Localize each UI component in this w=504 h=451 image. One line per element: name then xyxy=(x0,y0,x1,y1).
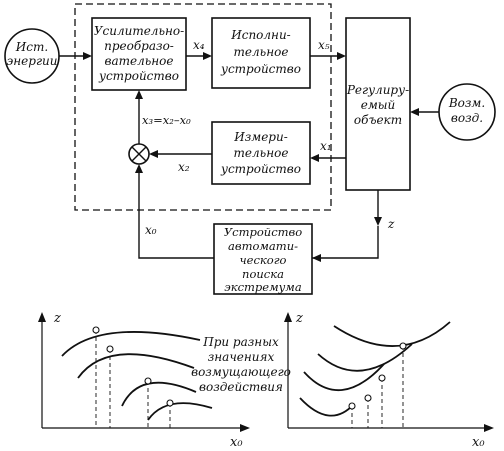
actuator-box xyxy=(211,17,311,89)
left-curve-1 xyxy=(61,331,201,357)
summing-junction xyxy=(128,143,150,165)
search-label-5: экстремума xyxy=(224,280,302,294)
actuator-block: Исполни- тельное устройство xyxy=(211,17,311,89)
search-label-2: автомати- xyxy=(228,239,298,253)
search-label-3: ческого xyxy=(240,253,287,267)
left-curve-2 xyxy=(77,353,195,379)
graph-note-1: При разных xyxy=(202,335,279,349)
amplifier-box xyxy=(91,17,187,91)
amplifier-block: Усилительно- преобразо- вательное устрой… xyxy=(91,17,187,91)
disturbance-label-1: Возм. xyxy=(448,96,485,110)
signal-x2: x₂ xyxy=(178,160,190,174)
signal-x5: x₅ xyxy=(318,38,330,52)
search-block: Устройство автомати- ческого поиска экст… xyxy=(213,223,313,295)
right-curve-3 xyxy=(303,363,385,392)
search-label-1: Устройство xyxy=(224,225,302,239)
signal-x1: x₁ xyxy=(320,139,332,153)
plant-label-2: емый xyxy=(361,98,396,112)
amplifier-label-4: устройство xyxy=(98,69,179,83)
left-curve-4 xyxy=(147,402,213,421)
disturbance-label-2: возд. xyxy=(451,111,483,125)
left-extremum-1 xyxy=(92,326,100,334)
left-graph: z x₀ xyxy=(38,311,250,450)
graph-note-2: значениях xyxy=(208,350,275,364)
signal-z: z xyxy=(387,217,395,231)
right-extremum-4 xyxy=(348,402,356,410)
graph-note-4: воздействия xyxy=(199,380,283,394)
right-extremum-1 xyxy=(399,342,407,350)
plant-label-3: объект xyxy=(354,113,402,127)
measuring-box xyxy=(211,121,311,185)
amplifier-label-2: преобразо- xyxy=(104,39,174,53)
actuator-label-2: тельное xyxy=(234,45,289,59)
measuring-block: Измери- тельное устройство xyxy=(211,121,311,185)
signal-x4: x₄ xyxy=(193,38,205,52)
source-label-1: Ист. xyxy=(15,40,48,54)
actuator-label-3: устройство xyxy=(220,62,301,76)
right-extremum-3 xyxy=(364,394,372,402)
amplifier-label-3: вательное xyxy=(104,54,173,68)
source-label-2: энергии xyxy=(7,54,58,68)
controller-boundary xyxy=(74,3,332,211)
right-extremum-2 xyxy=(378,374,386,382)
plant-label-1: Регулиру- xyxy=(346,83,409,97)
left-graph-ylabel: z xyxy=(53,311,61,326)
wire-z-search xyxy=(312,226,379,259)
measuring-label-1: Измери- xyxy=(233,130,288,144)
right-curve-2 xyxy=(317,343,413,372)
right-curve-4 xyxy=(299,397,355,417)
measuring-label-2: тельное xyxy=(234,146,289,160)
signal-x0: x₀ xyxy=(145,223,157,237)
measuring-label-3: устройство xyxy=(220,162,301,176)
signal-x3-equation: x₃=x₂–x₀ xyxy=(142,113,191,127)
left-extremum-2 xyxy=(106,345,114,353)
right-curve-1 xyxy=(333,321,451,347)
right-graph-ylabel: z xyxy=(295,311,303,326)
search-box xyxy=(213,223,313,295)
search-label-4: поиска xyxy=(242,267,284,281)
plant-block: Регулиру- емый объект xyxy=(345,17,411,191)
right-graph: z x₀ xyxy=(284,311,494,450)
actuator-label-1: Исполни- xyxy=(230,28,290,42)
amplifier-label-1: Усилительно- xyxy=(94,24,184,38)
left-extremum-4 xyxy=(166,399,174,407)
graph-note-3: возмущающего xyxy=(191,365,291,379)
right-graph-xlabel: x₀ xyxy=(472,435,485,450)
left-extremum-3 xyxy=(144,377,152,385)
graph-note: При разных значениях возмущающего воздей… xyxy=(191,335,291,394)
source-block: Ист. энергии xyxy=(4,28,60,84)
wire-search-junction xyxy=(138,171,214,259)
left-graph-xlabel: x₀ xyxy=(230,435,243,450)
disturbance-block: Возм. возд. xyxy=(438,83,496,141)
